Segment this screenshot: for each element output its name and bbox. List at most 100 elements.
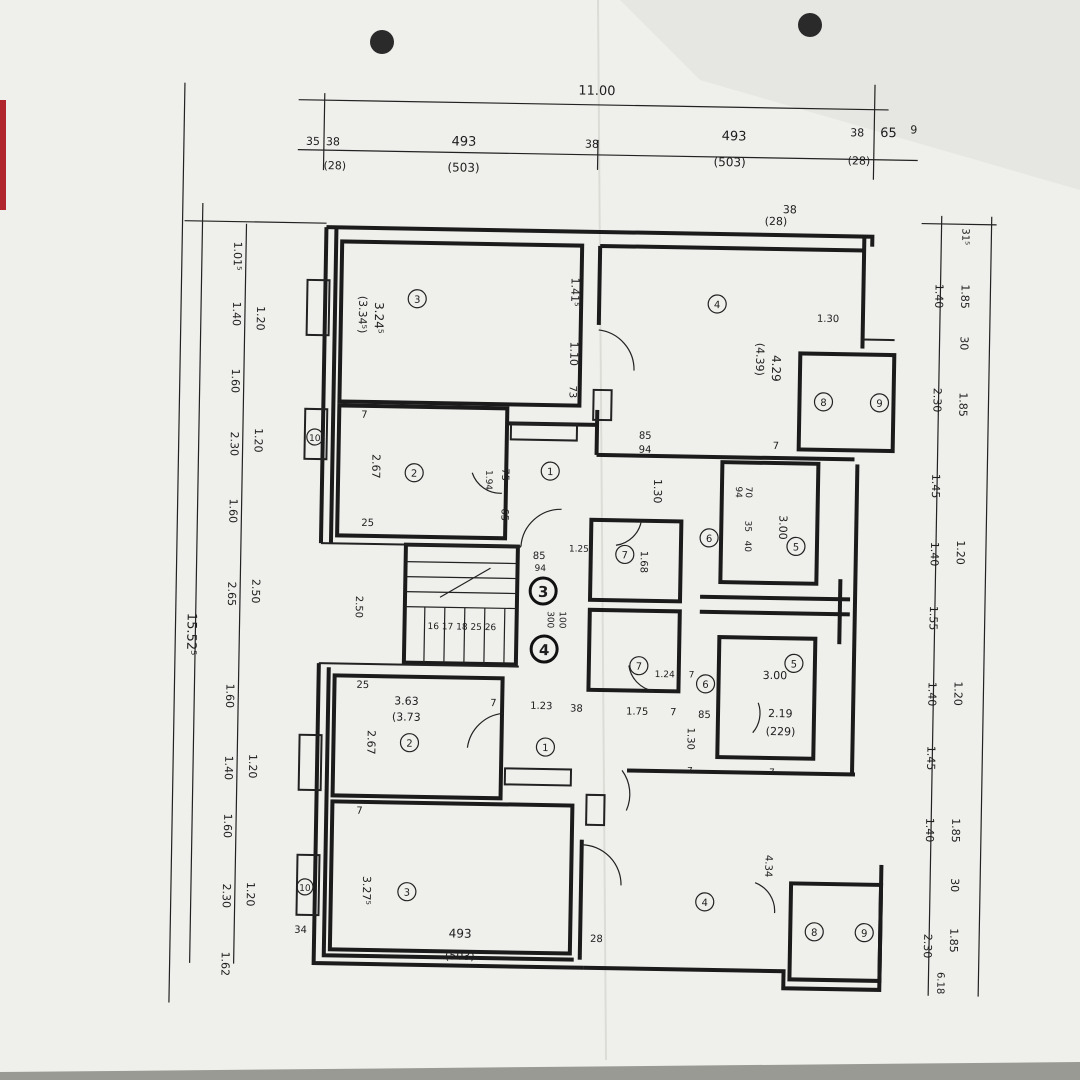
dim-373: (3.73 (392, 710, 421, 724)
dim-38d: 38 (783, 203, 797, 216)
dim-left-b2: 1.20 (252, 428, 265, 453)
dim-503a: (503) (447, 160, 480, 175)
dim-267a: 2.67 (369, 454, 382, 479)
dim-25b: 25 (356, 680, 369, 691)
walls (295, 225, 897, 992)
plan-drawing: 11.00 35 38 (28) 493 (503) 38 493 (503) … (168, 82, 997, 1003)
dim-left-a10: 2.30 (220, 883, 233, 908)
overall-width-label: 11.00 (578, 84, 615, 100)
dim-left-a5: 1.60 (226, 498, 239, 523)
dim-left-a9: 1.60 (221, 813, 234, 838)
dim-7f: 7 (356, 806, 363, 817)
room-6-bottom-label: 6 (702, 680, 709, 691)
room-10-top-label: 10 (309, 434, 321, 444)
dim-279: 3.27⁵ (360, 876, 374, 905)
dim-175: 1.75 (626, 706, 648, 717)
room-9-bottom-label: 9 (861, 929, 868, 940)
dim-439: (4.39) (753, 343, 767, 376)
dim-65: 65 (498, 508, 509, 521)
dim-right-b2: 30 (957, 336, 970, 350)
dim-324: 3.24⁵ (372, 302, 387, 334)
dim-493-bottom: 493 (449, 926, 472, 940)
dim-35: 35 (742, 520, 752, 532)
dim-110: 1.10 (567, 341, 580, 366)
dim-left-a1: 1.01⁵ (231, 242, 245, 271)
dim-7g: 7 (687, 767, 693, 777)
dim-left-b3: 2.50 (249, 579, 262, 604)
staircase-marker-4: 4 (539, 641, 550, 659)
stair-treads (404, 561, 518, 665)
punch-hole-right (798, 13, 822, 37)
dim-65: 65 (880, 126, 897, 141)
dim-28a: (28) (323, 159, 346, 172)
red-tab (0, 100, 6, 210)
dim-75: 75 (499, 468, 510, 481)
dim-right-a5: 1.55 (927, 606, 940, 631)
dim-267b: 2.67 (364, 730, 377, 755)
dim-right-b9: 6.18 (934, 972, 945, 994)
room-2-bottom-label: 2 (406, 739, 413, 750)
dim-130b: 1.30 (817, 314, 839, 325)
dim-35: 35 (306, 135, 320, 148)
dim-123: 1.23 (530, 701, 552, 712)
dim-250: 2.50 (353, 596, 364, 618)
dim-right-b5: 1.20 (951, 681, 964, 706)
dim-300b: 300 (544, 611, 554, 629)
dim-left-a11: 1.62 (218, 951, 231, 976)
dim-right-a4: 1.40 (928, 542, 941, 567)
dim-3345: (3.34⁵) (356, 296, 370, 334)
dim-94: 94 (639, 445, 652, 456)
dim-right-a6: 1.40 (925, 682, 938, 707)
stair-step-numbers: 16 17 18 25 26 (427, 622, 496, 633)
dim-7a: 7 (361, 410, 368, 421)
overall-height-label: 15.52⁵ (183, 613, 199, 656)
dim-300c: 3.00 (763, 669, 788, 682)
dim-219: 2.19 (768, 707, 793, 720)
dim-right-a8: 1.40 (923, 818, 936, 843)
dim-429: 4.29 (769, 355, 783, 382)
dim-94b: 94 (733, 486, 743, 498)
dim-34: 34 (294, 925, 307, 936)
dim-168: 1.68 (637, 551, 648, 573)
room-markers (296, 289, 890, 943)
dim-28-bottom: 28 (590, 934, 603, 945)
dim-7h: 7 (769, 768, 775, 778)
dim-493b: 493 (722, 129, 747, 144)
dim-73: 73 (567, 385, 578, 398)
dim-124: 1.24 (655, 670, 675, 680)
dim-right-b1: 1.85 (958, 284, 971, 309)
dim-503-bottom: (503) (445, 949, 475, 963)
dim-right-b4: 1.20 (954, 540, 967, 565)
dim-left-b4: 1.20 (246, 754, 259, 779)
dim-left-a4: 2.30 (227, 431, 240, 456)
dim-38: 38 (570, 703, 583, 714)
dim-9: 9 (910, 123, 917, 136)
paper-fold-line (597, 0, 607, 1061)
dim-434: 4.34 (762, 855, 773, 877)
paper-fold-shade (620, 0, 1080, 190)
room-3-bottom-label: 3 (404, 888, 411, 899)
dim-38a: 38 (326, 135, 340, 148)
room-3-top-label: 3 (414, 295, 421, 306)
dim-363: 3.63 (394, 694, 419, 707)
room-7-top-label: 7 (621, 550, 628, 561)
dim-right-a9: 2.30 (921, 934, 934, 959)
room-9-top-label: 9 (876, 399, 883, 410)
dim-28c: (28) (765, 215, 788, 228)
dim-85c: 85 (698, 710, 711, 721)
punch-hole-left (370, 30, 394, 54)
room-4-top-label: 4 (714, 300, 721, 311)
room-5-top-label: 5 (793, 542, 800, 553)
dim-right-b7: 30 (948, 878, 961, 892)
dim-130c: 1.30 (684, 727, 695, 749)
dim-right-b3: 1.85 (956, 392, 969, 417)
plan-labels: 11.00 35 38 (28) 493 (503) 38 493 (503) … (183, 84, 972, 995)
dim-300a: 3.00 (776, 515, 789, 540)
dim-85a: 85 (639, 431, 652, 442)
room-1-top-label: 1 (547, 467, 554, 478)
dim-right-b6: 1.85 (949, 818, 962, 843)
dim-7c: 7 (490, 698, 497, 709)
dim-left-a7: 1.60 (223, 683, 236, 708)
